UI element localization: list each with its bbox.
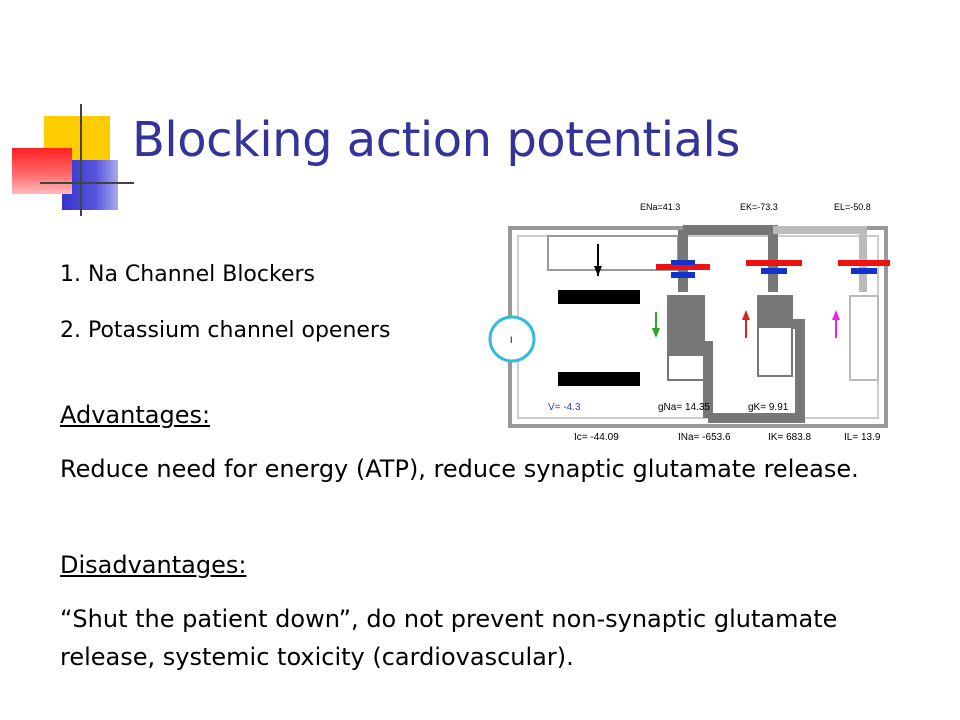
capacitor-plate-bottom bbox=[558, 372, 640, 386]
k-battery-short-plate bbox=[761, 268, 787, 274]
k-battery-long-plate bbox=[746, 260, 802, 266]
decor-horizontal-line bbox=[40, 182, 134, 184]
k-current-arrow-up-icon bbox=[742, 310, 750, 320]
k-conductance-fill bbox=[758, 296, 792, 328]
capacitor-plate-top bbox=[558, 290, 640, 304]
current-arrow-down-icon bbox=[594, 266, 602, 276]
leak-current-arrow-up-icon bbox=[832, 310, 840, 320]
ik-label: IK= 683.8 bbox=[768, 432, 812, 443]
na-conductance-fill bbox=[668, 296, 704, 356]
decor-vertical-line bbox=[80, 104, 82, 216]
ena-label: ENa=41.3 bbox=[640, 202, 680, 212]
membrane-circuit-diagram: ENa=41.3 EK=-73.3 EL=-50.8 I V= -4.3 gNa… bbox=[478, 196, 892, 446]
ina-label: INa= -653.6 bbox=[678, 432, 731, 443]
list-item-na-channel-blockers: 1. Na Channel Blockers bbox=[60, 262, 315, 287]
current-source-label: I bbox=[510, 335, 513, 345]
ek-label: EK=-73.3 bbox=[740, 202, 778, 212]
el-label: EL=-50.8 bbox=[834, 202, 871, 212]
current-source-icon bbox=[488, 315, 536, 363]
advantages-heading: Advantages: bbox=[60, 401, 211, 429]
na-battery-long-plate bbox=[656, 264, 710, 270]
leak-battery-long-plate bbox=[838, 260, 890, 266]
leak-conductance-box bbox=[849, 295, 879, 381]
slide-title: Blocking action potentials bbox=[132, 112, 740, 168]
leak-battery-short-plate bbox=[851, 268, 877, 274]
il-label: IL= 13.9 bbox=[844, 432, 881, 443]
na-battery-short-plate-2 bbox=[671, 272, 695, 278]
ic-label: Ic= -44.09 bbox=[574, 432, 619, 443]
gna-label: gNa= 14.35 bbox=[658, 402, 710, 413]
na-battery-short-plate bbox=[671, 260, 695, 265]
gk-label: gK= 9.91 bbox=[748, 402, 789, 413]
advantages-text: Reduce need for energy (ATP), reduce syn… bbox=[60, 455, 859, 483]
na-current-arrow-down-icon bbox=[652, 328, 660, 338]
disadvantages-heading: Disadvantages: bbox=[60, 551, 247, 579]
list-item-potassium-channel-openers: 2. Potassium channel openers bbox=[60, 318, 391, 343]
voltage-label: V= -4.3 bbox=[548, 402, 581, 413]
disadvantages-text: “Shut the patient down”, do not prevent … bbox=[60, 605, 838, 671]
decor-red-square bbox=[12, 148, 72, 194]
